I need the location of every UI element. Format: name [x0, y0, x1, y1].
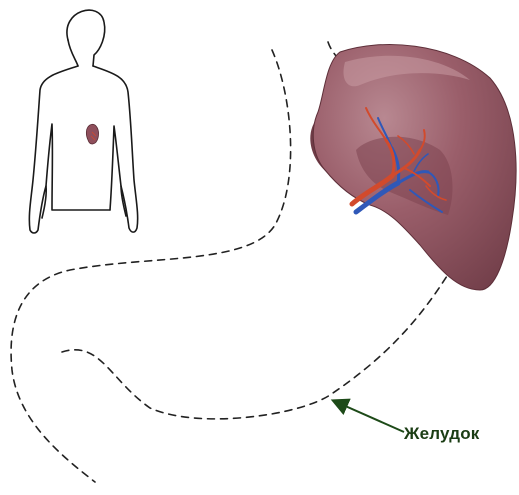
spleen-location-marker — [86, 124, 98, 144]
head-outline — [67, 10, 105, 66]
body-left-outline — [29, 66, 110, 233]
stomach-label: Желудок — [404, 424, 480, 444]
stomach-callout-arrow — [334, 401, 404, 432]
stomach-lesser-curvature — [62, 268, 452, 419]
human-silhouette-icon — [29, 10, 137, 233]
spleen-illustration — [310, 45, 516, 290]
face-outline — [68, 40, 78, 66]
body-right-outline — [93, 66, 138, 232]
